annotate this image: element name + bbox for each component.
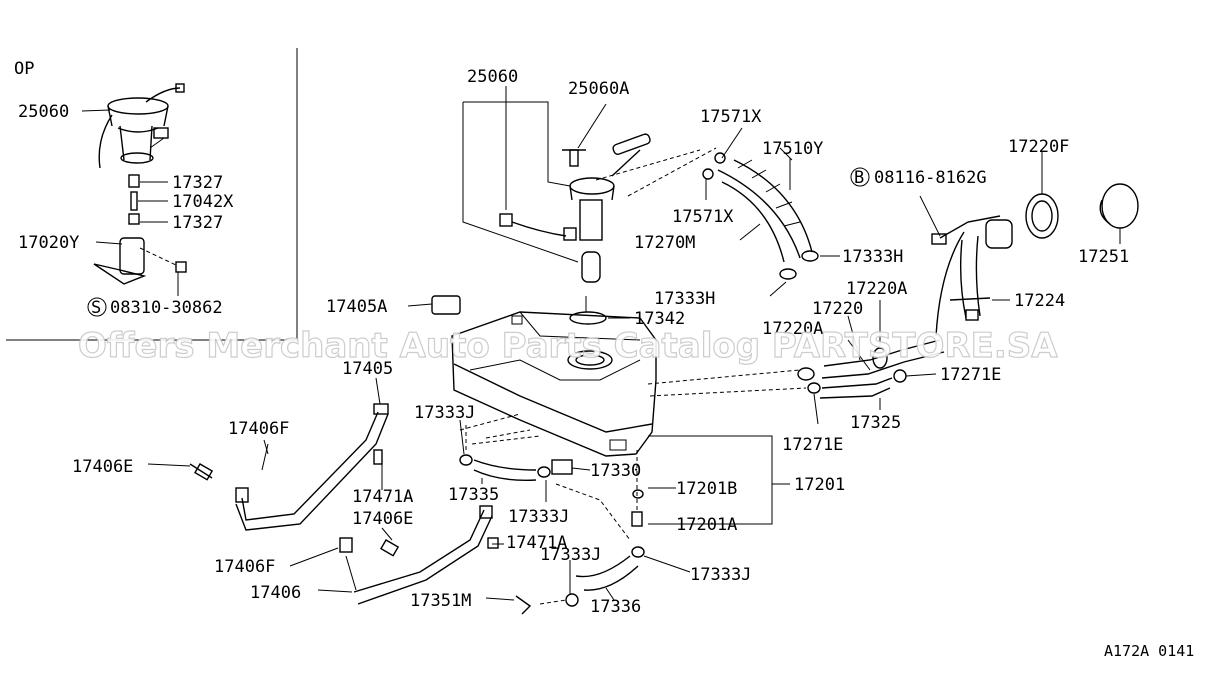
label-17333j-b: 17333J (508, 507, 569, 527)
watermark: Offers Merchant Auto Parts Catalog PARTS… (78, 326, 1058, 366)
circled-s-marker (87, 297, 107, 317)
tank-strap-front (235, 403, 389, 531)
label-17571x-a: 17571X (700, 107, 762, 127)
filler-hose (702, 152, 819, 280)
label-17333h-a: 17333H (842, 247, 903, 267)
label-17220f: 17220F (1008, 137, 1069, 157)
label-17510y: 17510Y (762, 139, 823, 159)
label-17270m: 17270M (634, 233, 695, 253)
label-17271e-a: 17271E (940, 365, 1001, 385)
label-17406f-a: 17406F (228, 419, 289, 439)
label-25060: 25060 (467, 67, 518, 87)
fuel-tank (431, 295, 657, 457)
vent-hoses (797, 339, 945, 399)
label-17042x: 17042X (172, 192, 234, 212)
inset-label: OP (14, 59, 34, 79)
label-17220a-b: 17220A (762, 319, 823, 339)
filler-neck (931, 183, 1139, 337)
label-17351m: 17351M (410, 591, 471, 611)
label-17201a: 17201A (676, 515, 737, 535)
label-17571x-b: 17571X (672, 207, 734, 227)
label-17020y: 17020Y (18, 233, 79, 253)
label-17406: 17406 (250, 583, 301, 603)
label-17406f-b: 17406F (214, 557, 275, 577)
diagram-code: A172A 0141 (1104, 642, 1194, 660)
label-17201: 17201 (794, 475, 845, 495)
strap-bolts (189, 449, 499, 557)
label-17471a-b: 17471A (506, 533, 567, 553)
label-17333j-d: 17333J (690, 565, 751, 585)
circled-b-marker (850, 167, 870, 187)
label-17405: 17405 (342, 359, 393, 379)
label-17251: 17251 (1078, 247, 1129, 267)
label-17336: 17336 (590, 597, 641, 617)
label-17330: 17330 (590, 461, 641, 481)
label-17335: 17335 (448, 485, 499, 505)
tank-strap-rear (339, 505, 493, 605)
label-17220: 17220 (812, 299, 863, 319)
label-17333j-c: 17333J (540, 545, 601, 565)
label-17224: 17224 (1014, 291, 1065, 311)
label-17327-a: 17327 (172, 173, 223, 193)
label-17333j-a: 17333J (414, 403, 475, 423)
label-17201b: 17201B (676, 479, 737, 499)
label-17325: 17325 (850, 413, 901, 433)
label-08310-30862: 08310-30862 (110, 298, 223, 318)
label-08116-8162g: 08116-8162G (874, 168, 987, 188)
circled-s-letter: S (91, 298, 101, 318)
label-17327-b: 17327 (172, 213, 223, 233)
pump-sender-unit (499, 133, 651, 283)
label-17406e-b: 17406E (352, 509, 413, 529)
label-17220a-a: 17220A (846, 279, 907, 299)
inset-pump-assembly (98, 83, 185, 169)
label-17405a: 17405A (326, 297, 387, 317)
label-17471a-a: 17471A (352, 487, 413, 507)
label-17271e-b: 17271E (782, 435, 843, 455)
label-17406e-a: 17406E (72, 457, 133, 477)
label-25060-inset: 25060 (18, 102, 69, 122)
circled-b-letter: B (854, 168, 864, 188)
label-17333h-b: 17333H (654, 289, 715, 309)
label-17342: 17342 (634, 309, 685, 329)
inset-pump-motor (93, 237, 187, 285)
under-tank-hoses (459, 454, 645, 615)
label-25060a: 25060A (568, 79, 629, 99)
inset-filter-sock (128, 174, 140, 225)
